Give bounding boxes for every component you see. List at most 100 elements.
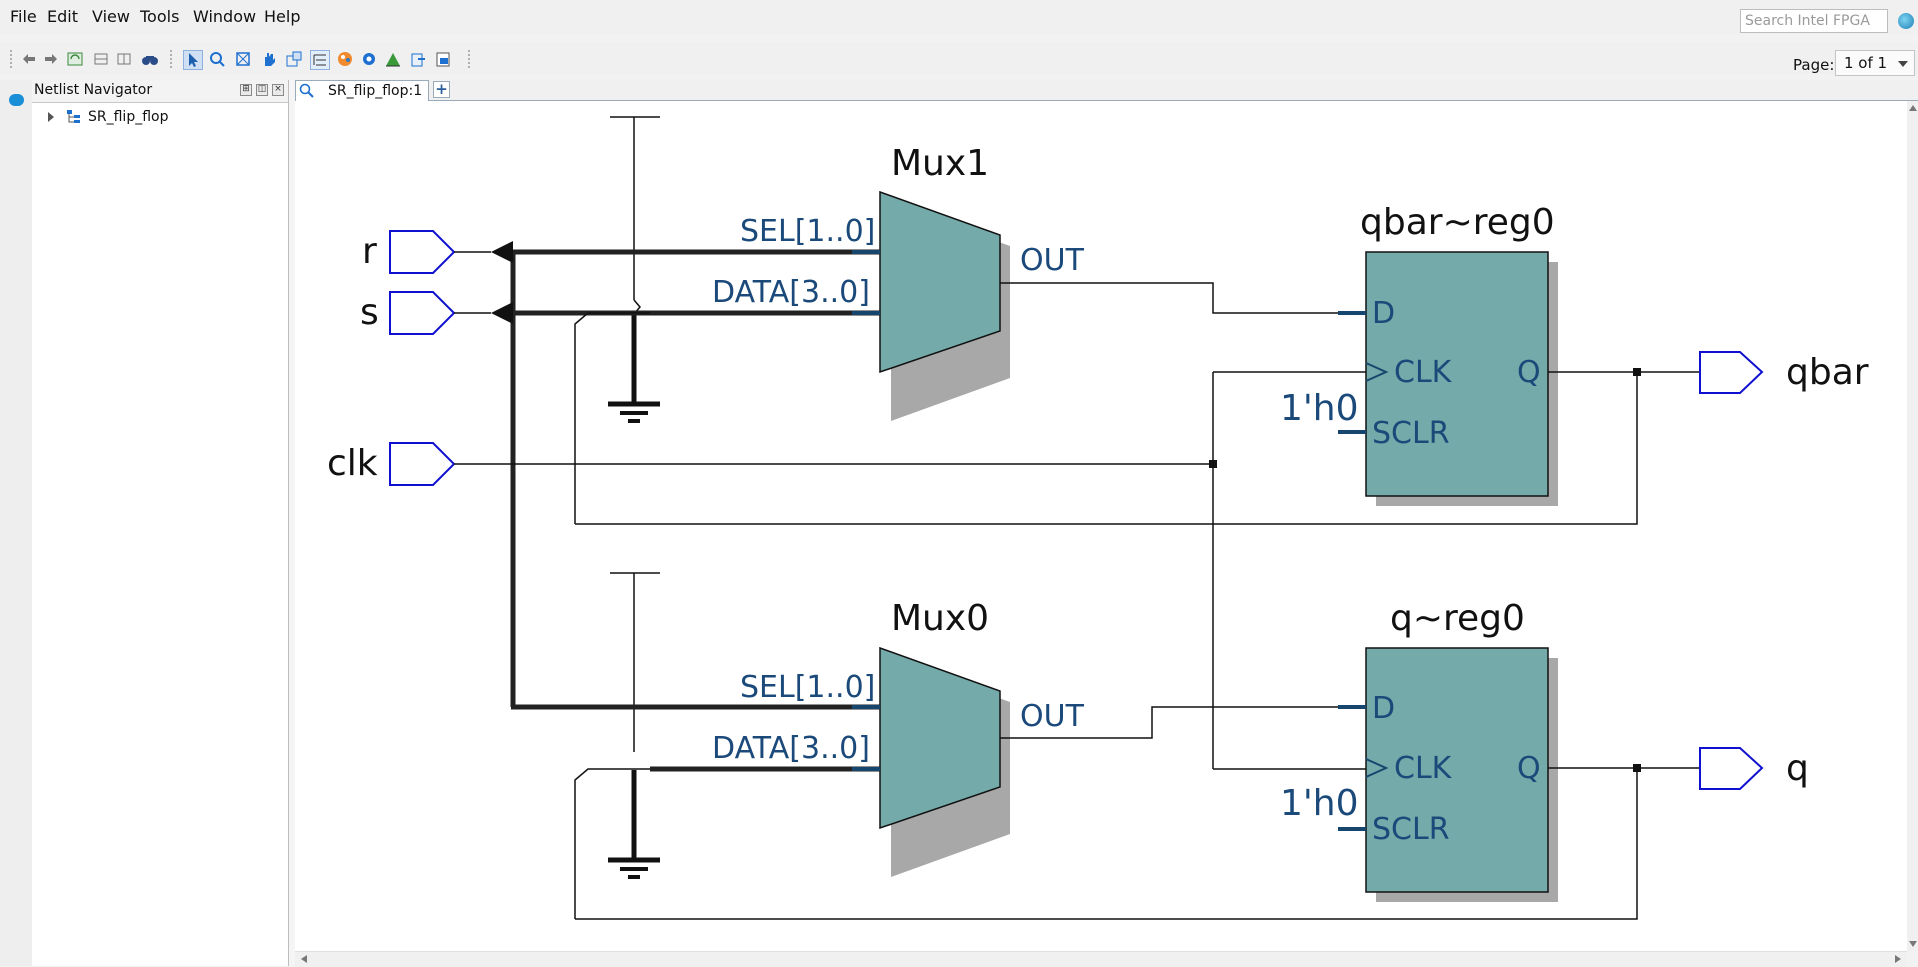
- netlist-navigator: Netlist Navigator ⊞ ◫ × SR_flip_flop: [32, 80, 289, 966]
- tab-bar: SR_flip_flop:1 +: [295, 80, 1918, 101]
- mux0-out-wire: [1000, 706, 1366, 739]
- partition-icon[interactable]: [285, 50, 303, 68]
- register-qbar-q: Q: [1517, 355, 1541, 390]
- menu-edit[interactable]: Edit: [47, 7, 78, 26]
- mux0-sel-label: SEL[1..0]: [740, 670, 875, 705]
- navigator-header: Netlist Navigator ⊞ ◫ ×: [32, 80, 288, 103]
- toolbar-grip: [170, 50, 176, 68]
- mux0-out-label: OUT: [1020, 699, 1085, 734]
- fit-icon[interactable]: [234, 50, 252, 68]
- mux1-out-label: OUT: [1020, 243, 1085, 278]
- mux1-data-label: DATA[3..0]: [712, 275, 870, 310]
- toolbar-grip: [10, 50, 16, 68]
- scroll-up-icon[interactable]: [1909, 105, 1917, 111]
- schematic-diagram: .wire { stroke:#111; stroke-width:1.5; f…: [327, 116, 1869, 920]
- menu-file[interactable]: File: [10, 7, 37, 26]
- svg-text:qbar: qbar: [1786, 352, 1869, 393]
- hierarchy-icon[interactable]: [310, 50, 330, 70]
- output-port-q[interactable]: q: [1699, 747, 1809, 790]
- chart-icon[interactable]: [384, 50, 402, 68]
- hierarchy-tree-icon: [67, 110, 80, 123]
- page-select[interactable]: 1 of 1: [1835, 50, 1915, 76]
- refresh-icon[interactable]: [66, 50, 84, 68]
- forward-icon[interactable]: [42, 50, 60, 68]
- feedback-qbar-wire: [574, 312, 650, 524]
- register-q-clk: CLK: [1394, 751, 1453, 786]
- scroll-down-icon[interactable]: [1909, 941, 1917, 947]
- output-port-qbar[interactable]: qbar: [1699, 351, 1869, 394]
- zoom-icon[interactable]: [208, 50, 226, 68]
- vertical-scrollbar[interactable]: [1907, 101, 1918, 951]
- menu-bar: File Edit View Tools Window Help Search …: [0, 0, 1918, 34]
- netlist-viewer-icon: [299, 83, 314, 98]
- menu-window[interactable]: Window: [193, 7, 257, 26]
- input-port-r[interactable]: r: [362, 230, 491, 274]
- horizontal-scrollbar[interactable]: [295, 951, 1907, 967]
- register-q-sclr: SCLR: [1372, 812, 1450, 847]
- page-label: Page:: [1793, 56, 1835, 74]
- back-icon[interactable]: [20, 50, 38, 68]
- navigator-title: Netlist Navigator: [34, 82, 153, 98]
- search-input[interactable]: Search Intel FPGA: [1740, 9, 1888, 33]
- menu-tools[interactable]: Tools: [140, 7, 180, 26]
- register-q-name: q~reg0: [1390, 598, 1525, 639]
- bus-ripper: [491, 241, 513, 263]
- wire-junction: [1633, 764, 1641, 772]
- register-q-q: Q: [1517, 751, 1541, 786]
- mux1-out-wire: [1000, 282, 1366, 314]
- color-icon[interactable]: [336, 50, 354, 68]
- find-icon[interactable]: [141, 50, 159, 68]
- input-port-clk[interactable]: clk: [327, 442, 456, 486]
- register-qbar-name: qbar~reg0: [1360, 202, 1555, 243]
- svg-text:s: s: [360, 292, 379, 333]
- pin-icon[interactable]: ⊞: [240, 84, 252, 96]
- mux1-block[interactable]: Mux1 SEL[1..0] DATA[3..0] OUT: [712, 143, 1085, 421]
- menu-view[interactable]: View: [92, 7, 130, 26]
- settings-icon[interactable]: [360, 50, 378, 68]
- mux0-data-label: DATA[3..0]: [712, 731, 870, 766]
- tab-label: SR_flip_flop:1: [328, 83, 423, 99]
- scroll-right-icon[interactable]: [1895, 955, 1901, 963]
- tree-item[interactable]: SR_flip_flop: [40, 108, 270, 126]
- expand-arrow-icon[interactable]: [48, 112, 54, 122]
- mux0-name: Mux0: [891, 598, 989, 639]
- register-q-d: D: [1372, 691, 1395, 726]
- panel-splitter[interactable]: [289, 80, 295, 966]
- schematic-canvas[interactable]: .wire { stroke:#111; stroke-width:1.5; f…: [295, 101, 1907, 951]
- bus-ripper: [491, 302, 513, 324]
- add-tab-button[interactable]: +: [433, 81, 450, 98]
- toolbar: Page: 1 of 1: [0, 42, 1918, 76]
- globe-icon[interactable]: [1898, 13, 1914, 29]
- mux1-name: Mux1: [891, 143, 989, 184]
- netlist-forward-icon[interactable]: [115, 50, 133, 68]
- tab-sr-flip-flop[interactable]: SR_flip_flop:1: [295, 80, 429, 101]
- feedback-q-loop: [575, 767, 1638, 920]
- tree-item-label: SR_flip_flop: [88, 109, 169, 125]
- feedback-q-wire: [574, 768, 650, 919]
- mux1-sel-label: SEL[1..0]: [740, 214, 875, 249]
- float-icon[interactable]: ◫: [256, 84, 268, 96]
- toolbar-grip: [468, 50, 474, 68]
- close-icon[interactable]: ×: [272, 84, 284, 96]
- hand-icon[interactable]: [260, 50, 278, 68]
- chat-icon[interactable]: [9, 94, 24, 106]
- register-qbar-sclr: SCLR: [1372, 416, 1450, 451]
- register-qbar[interactable]: qbar~reg0 D CLK Q SCLR 1'h0: [1280, 202, 1558, 506]
- svg-text:clk: clk: [327, 443, 378, 484]
- scroll-left-icon[interactable]: [301, 955, 307, 963]
- export-icon[interactable]: [409, 50, 427, 68]
- register-q-const: 1'h0: [1280, 783, 1359, 824]
- page-select-value: 1 of 1: [1844, 54, 1888, 72]
- chevron-down-icon: [1898, 61, 1908, 67]
- print-icon[interactable]: [434, 50, 452, 68]
- svg-text:r: r: [362, 231, 377, 272]
- menu-help[interactable]: Help: [264, 7, 301, 26]
- mux0-block[interactable]: Mux0 SEL[1..0] DATA[3..0] OUT: [712, 598, 1085, 877]
- left-strip: [0, 80, 33, 966]
- wire-junction: [1633, 368, 1641, 376]
- register-qbar-const: 1'h0: [1280, 388, 1359, 429]
- input-port-s[interactable]: s: [360, 291, 491, 335]
- select-icon[interactable]: [183, 50, 203, 70]
- netlist-back-icon[interactable]: [92, 50, 110, 68]
- register-q[interactable]: q~reg0 D CLK Q SCLR 1'h0: [1280, 598, 1558, 902]
